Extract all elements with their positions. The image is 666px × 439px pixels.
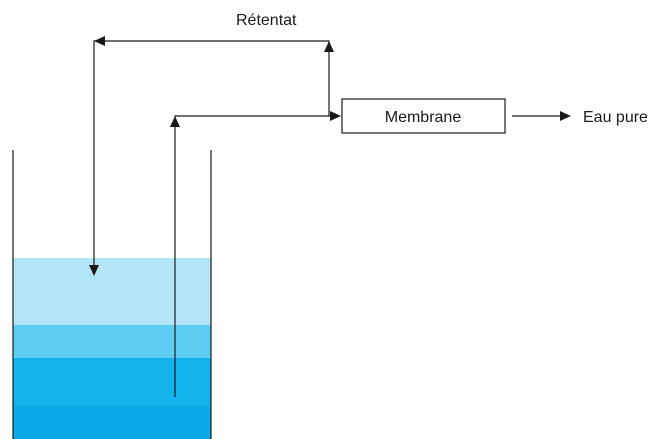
water-layer-deep — [13, 406, 211, 439]
membrane-box — [341, 98, 506, 134]
retentate-down-arrow — [89, 265, 99, 276]
water-layer-light — [13, 258, 211, 325]
retentate-label: Rétentat — [236, 12, 297, 29]
retentate-up-arrow — [324, 41, 334, 52]
water-layer-dark — [13, 358, 211, 406]
feed-pipe-right-arrow — [330, 111, 341, 121]
membrane-label: Membrane — [385, 109, 462, 126]
pure-water-arrow-head — [560, 111, 571, 121]
feed-pipe-up-arrow — [170, 116, 180, 127]
pure-water-label: Eau pure — [583, 109, 648, 126]
retentate-left-arrow — [94, 36, 105, 46]
water-layer-mid — [13, 325, 211, 358]
water-body — [13, 258, 211, 439]
retentate-pipe-line — [93, 40, 330, 268]
